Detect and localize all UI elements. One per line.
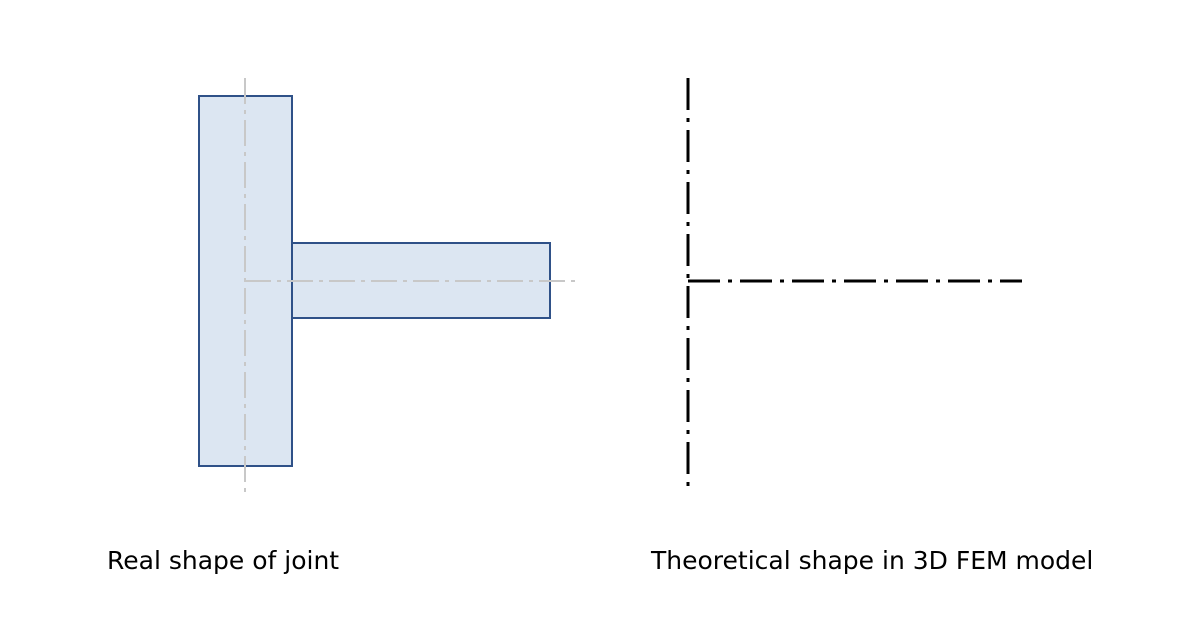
real-shape-caption: Real shape of joint: [107, 546, 340, 575]
real-joint-shape: [198, 78, 580, 494]
theoretical-shape-caption: Theoretical shape in 3D FEM model: [651, 546, 1094, 575]
theoretical-joint-shape: [686, 78, 1022, 494]
